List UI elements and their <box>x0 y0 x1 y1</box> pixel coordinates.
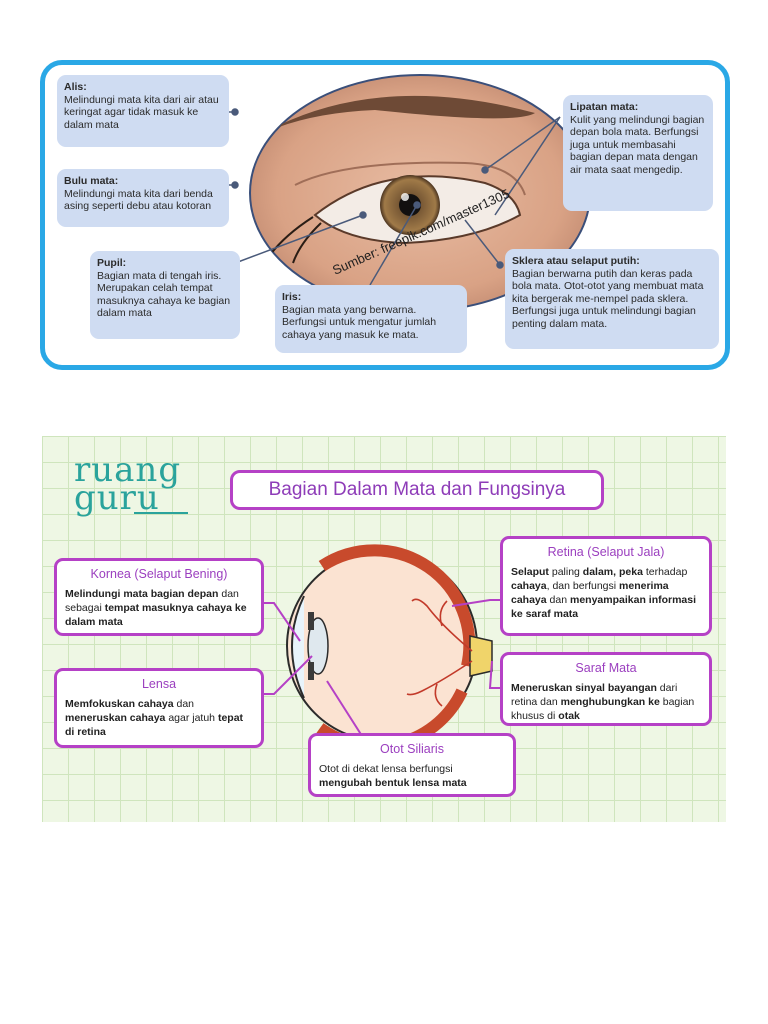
label-box-lensa: Lensa Memfokuskan cahaya dan meneruskan … <box>54 668 264 748</box>
cornea-shape <box>291 595 305 699</box>
label-box-kornea: Kornea (Selaput Bening) Melindungi mata … <box>54 558 264 636</box>
retina-text-8: dan <box>546 594 570 606</box>
label-desc-lipatan-mata: Kulit yang melindungi bagian depan bola … <box>570 113 705 176</box>
label-desc-bulu-mata: Melindungi mata kita dari benda asing se… <box>64 187 213 213</box>
ruangguru-logo: ruang guru <box>74 453 181 518</box>
heading-otot-siliaris: Otot Siliaris <box>380 742 444 756</box>
lensa-text-1: Memfokuskan cahaya <box>65 698 174 710</box>
leader-line-sklera <box>464 219 501 266</box>
heading-lensa: Lensa <box>141 677 177 691</box>
leader-line-lipatan <box>484 116 561 171</box>
label-box-saraf-mata: Saraf Mata Meneruskan sinyal bayangan da… <box>500 652 712 726</box>
retina-vessels <box>406 598 473 707</box>
lensa-text-3: meneruskan cahaya <box>65 712 166 724</box>
lens-shape <box>307 617 329 675</box>
saraf-text-2: dari retina dan <box>511 682 678 708</box>
label-box-bulu-mata: Bulu mata: Melindungi mata kita dari ben… <box>57 169 229 227</box>
eyelash-mark <box>269 216 314 256</box>
lensa-text-4: agar jatuh <box>165 712 218 724</box>
retina-text-7: menerima cahaya <box>511 580 669 606</box>
label-title-pupil: Pupil: <box>97 257 127 269</box>
label-box-retina: Retina (Selaput Jala) Selaput paling dal… <box>500 536 712 636</box>
label-desc-sklera: Bagian berwarna putih dan keras pada bol… <box>512 267 704 330</box>
lensa-text-5: tepat di retina <box>65 712 244 738</box>
kornea-text-2: dan sebagai <box>65 588 239 614</box>
external-eye-illustration: Sumber: freepik.com/master1305 <box>228 74 591 312</box>
kornea-text-1: Melindungi mata bagian depan <box>65 588 219 600</box>
label-box-iris: Iris: Bagian mata yang berwarna. Berfung… <box>275 285 467 353</box>
saraf-text-4: bagian khusus di <box>511 696 695 722</box>
retina-text-4: terhadap <box>642 566 688 578</box>
label-box-pupil: Pupil: Bagian mata di tengah iris. Merup… <box>90 251 240 339</box>
label-box-alis: Alis: Melindungi mata kita dari air atau… <box>57 75 229 147</box>
connector-lensa <box>264 655 313 695</box>
label-title-bulu-mata: Bulu mata: <box>64 175 119 187</box>
heading-saraf-mata: Saraf Mata <box>575 661 637 675</box>
connector-saraf <box>488 660 500 689</box>
otot-text-2: mengubah bentuk lensa mata <box>319 777 467 789</box>
label-title-alis: Alis: <box>64 81 87 93</box>
logo-underline <box>134 512 188 514</box>
choroid-layer <box>318 544 476 668</box>
kornea-text-3: tempat masuknya cahaya ke dalam mata <box>65 602 247 628</box>
eyebrow-shape <box>260 95 535 135</box>
iris-upper <box>308 612 314 630</box>
heading-retina: Retina (Selaput Jala) <box>547 545 665 559</box>
retina-text-3: dalam, peka <box>582 566 643 578</box>
connector-retina <box>451 599 500 607</box>
external-eye-figure: Sumber: freepik.com/master1305 Alis: Mel… <box>40 60 730 370</box>
retina-text-2: paling <box>548 566 583 578</box>
label-title-lipatan-mata: Lipatan mata: <box>570 101 639 113</box>
retina-text-5: cahaya <box>511 580 547 592</box>
label-title-sklera: Sklera atau selaput putih: <box>512 255 640 267</box>
figure-title: Bagian Dalam Mata dan Fungsinya <box>230 470 604 510</box>
label-box-sklera: Sklera atau selaput putih: Bagian berwar… <box>505 249 719 349</box>
internal-eye-figure: ruang guru Bagian Dalam Mata dan Fungsin… <box>42 436 726 822</box>
retina-text-1: Selaput <box>511 566 549 578</box>
eyelid-fold <box>294 161 526 196</box>
label-title-iris: Iris: <box>282 291 302 303</box>
leader-line-iris <box>369 204 418 286</box>
retina-text-6: , dan berfungsi <box>546 580 620 592</box>
label-desc-pupil: Bagian mata di tengah iris. Merupakan ce… <box>97 269 231 320</box>
lensa-text-2: dan <box>173 698 194 710</box>
otot-text-1: Otot di dekat lensa berfungsi <box>319 763 453 775</box>
saraf-text-3: menghubungkan ke <box>560 696 660 708</box>
label-box-lipatan-mata: Lipatan mata: Kulit yang melindungi bagi… <box>563 95 713 211</box>
retina-text-9: menyampaikan informasi ke saraf mata <box>511 594 697 620</box>
label-box-otot-siliaris: Otot Siliaris Otot di dekat lensa berfun… <box>308 733 516 797</box>
optic-nerve-shape <box>469 635 493 677</box>
logo-line-1: ruang <box>74 450 182 490</box>
connector-kornea <box>264 602 301 642</box>
saraf-text-1: Meneruskan sinyal bayangan <box>511 682 657 694</box>
leader-line-pupil <box>229 214 364 266</box>
label-desc-iris: Bagian mata yang berwarna. Berfungsi unt… <box>282 303 437 341</box>
heading-kornea: Kornea (Selaput Bening) <box>90 567 228 581</box>
logo-line-2: guru <box>74 478 160 518</box>
saraf-text-5: otak <box>558 710 580 722</box>
label-desc-alis: Melindungi mata kita dari air atau kerin… <box>64 93 219 131</box>
